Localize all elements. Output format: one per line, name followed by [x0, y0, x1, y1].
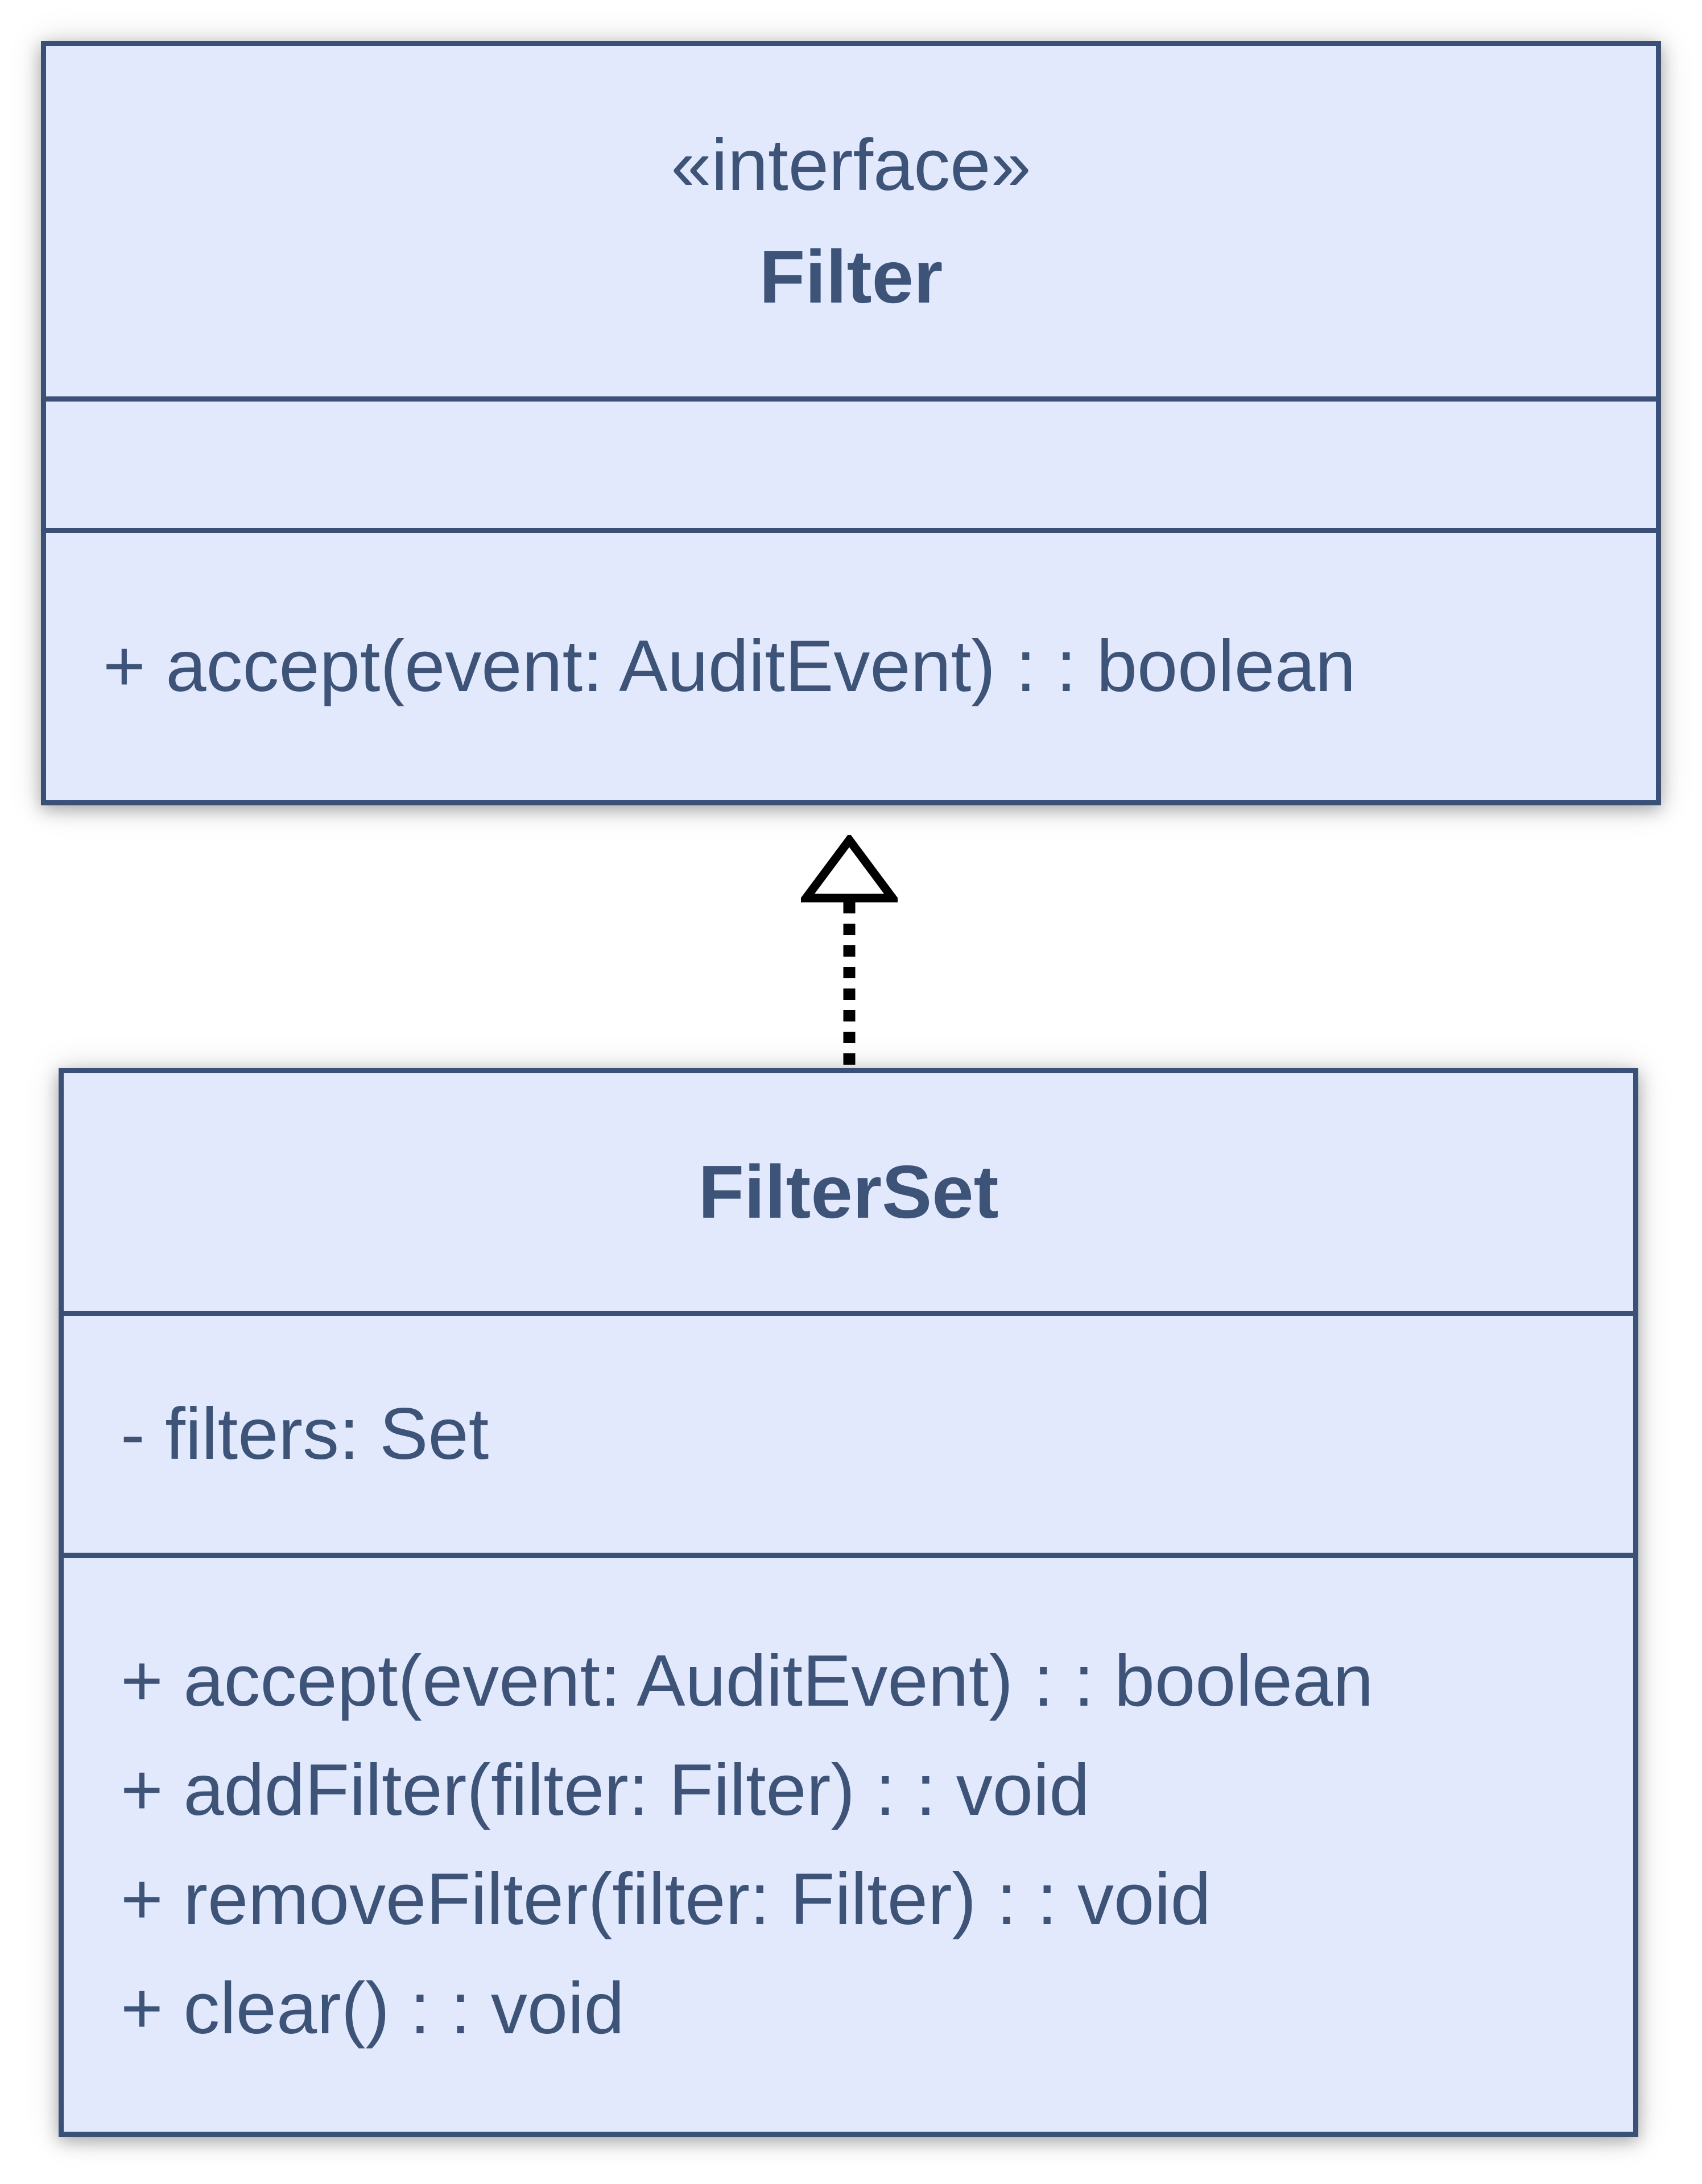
hollow-triangle-arrowhead-icon [801, 835, 898, 903]
implementation-attributes-compartment: - filters: Set [64, 1311, 1633, 1553]
implementation-header-compartment: FilterSet [64, 1073, 1633, 1311]
interface-header-compartment: «interface» Filter [46, 46, 1656, 396]
implementation-method-removefilter: + removeFilter(filter: Filter) : : void [121, 1858, 1211, 1940]
implementation-attribute-filters: - filters: Set [121, 1393, 489, 1475]
implementation-method-addfilter: + addFilter(filter: Filter) : : void [121, 1749, 1090, 1831]
implementation-name-label: FilterSet [698, 1150, 999, 1234]
interface-method-accept: + accept(event: AuditEvent) : : boolean [103, 626, 1356, 707]
implementation-methods-compartment: + accept(event: AuditEvent) : : boolean … [64, 1553, 1633, 2132]
interface-stereotype-label: «interface» [671, 125, 1031, 206]
interface-methods-compartment: + accept(event: AuditEvent) : : boolean [46, 528, 1656, 800]
interface-attributes-compartment [46, 396, 1656, 528]
realization-arrow-icon [801, 835, 898, 1067]
implementation-method-clear: + clear() : : void [121, 1967, 625, 2049]
implementation-class-box: FilterSet - filters: Set + accept(event:… [59, 1068, 1638, 2137]
interface-class-box: «interface» Filter + accept(event: Audit… [41, 41, 1661, 805]
implementation-method-accept: + accept(event: AuditEvent) : : boolean [121, 1640, 1374, 1722]
interface-name-label: Filter [759, 235, 943, 318]
